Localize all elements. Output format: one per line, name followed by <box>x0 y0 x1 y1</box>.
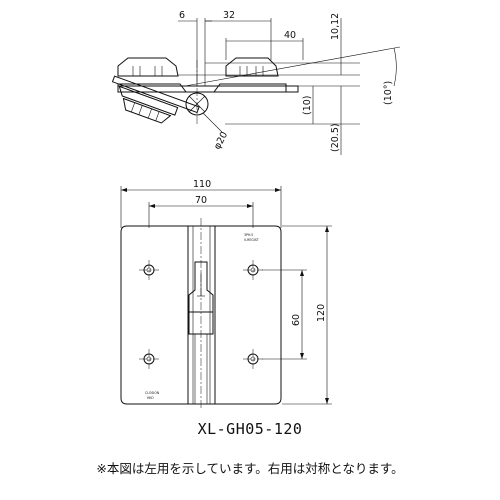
angle-10-label: (10°) <box>383 81 394 105</box>
diameter-20-label: φ20 <box>212 130 230 151</box>
dimension-40: 40 <box>226 30 303 42</box>
dimension-10-label: (10) <box>302 95 313 115</box>
dimension-6-label: 6 <box>179 10 185 21</box>
dimension-110-label: 110 <box>193 179 211 190</box>
plate-mark-bottom-sub: HKO <box>147 396 154 400</box>
plate-mark-top-sub: V-REGIST <box>244 238 259 242</box>
dimension-32-label: 32 <box>223 10 235 21</box>
dimension-40-label: 40 <box>284 30 296 41</box>
bolt-hole-bottom-left <box>139 349 159 369</box>
front-view: 110 70 120 60 <box>120 179 332 410</box>
footnote: ※本図は左用を示しています。右用は対称となります。 <box>96 461 404 476</box>
bolt-hole-top-left <box>139 260 159 280</box>
dimension-10-12-label: 10,12 <box>330 13 341 40</box>
dimension-70: 70 <box>148 195 254 228</box>
dimension-120-label: 120 <box>316 304 327 322</box>
bolt-hole-bottom-right <box>243 349 263 369</box>
dimension-60: 60 <box>262 269 307 360</box>
dimension-32: 32 <box>205 10 271 22</box>
hinge-plate-outline <box>120 225 282 405</box>
bolt-hole-top-right <box>243 260 263 280</box>
model-number: XL-GH05-120 <box>197 420 303 438</box>
plate-mark-bottom: CLOSION <box>145 391 160 395</box>
side-view: 6 32 40 10,12 (10) (20.5) (10°) <box>111 10 401 155</box>
dimension-60-label: 60 <box>291 314 302 326</box>
dimension-20-5-label: (20.5) <box>330 123 341 152</box>
plate-mark-top: 3PH.5 <box>244 233 253 237</box>
dimension-6: 6 <box>178 10 212 22</box>
dimension-120: 120 <box>282 225 332 405</box>
dimension-70-label: 70 <box>195 195 207 206</box>
dimension-110: 110 <box>120 179 282 228</box>
